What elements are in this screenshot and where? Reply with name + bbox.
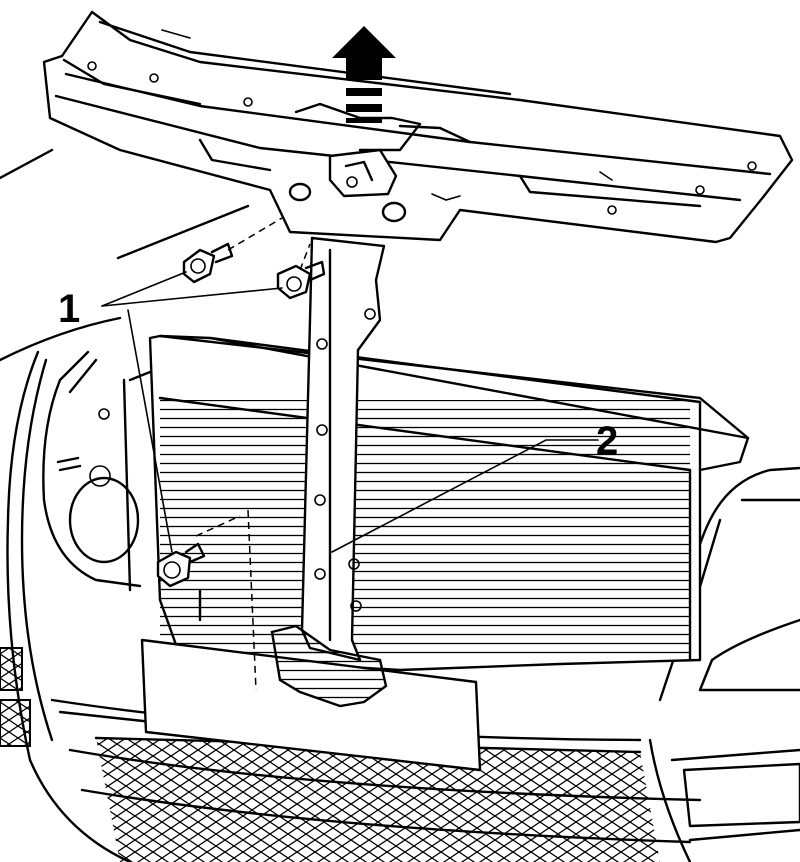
vertical-support-post: [270, 236, 388, 708]
mounting-bolt: [156, 542, 206, 588]
radiator: [128, 334, 750, 672]
left-fog-light: [0, 378, 140, 747]
callout-2: 2: [596, 419, 618, 463]
alignment-guides: [195, 217, 311, 691]
callout-1: 1: [58, 287, 80, 331]
mounting-bolt: [276, 260, 326, 300]
lock-carrier-cross-member: [42, 10, 794, 244]
lift-arrow-icon: [332, 26, 396, 123]
mounting-bolt: [182, 242, 234, 284]
callout-leaders: [101, 271, 599, 553]
